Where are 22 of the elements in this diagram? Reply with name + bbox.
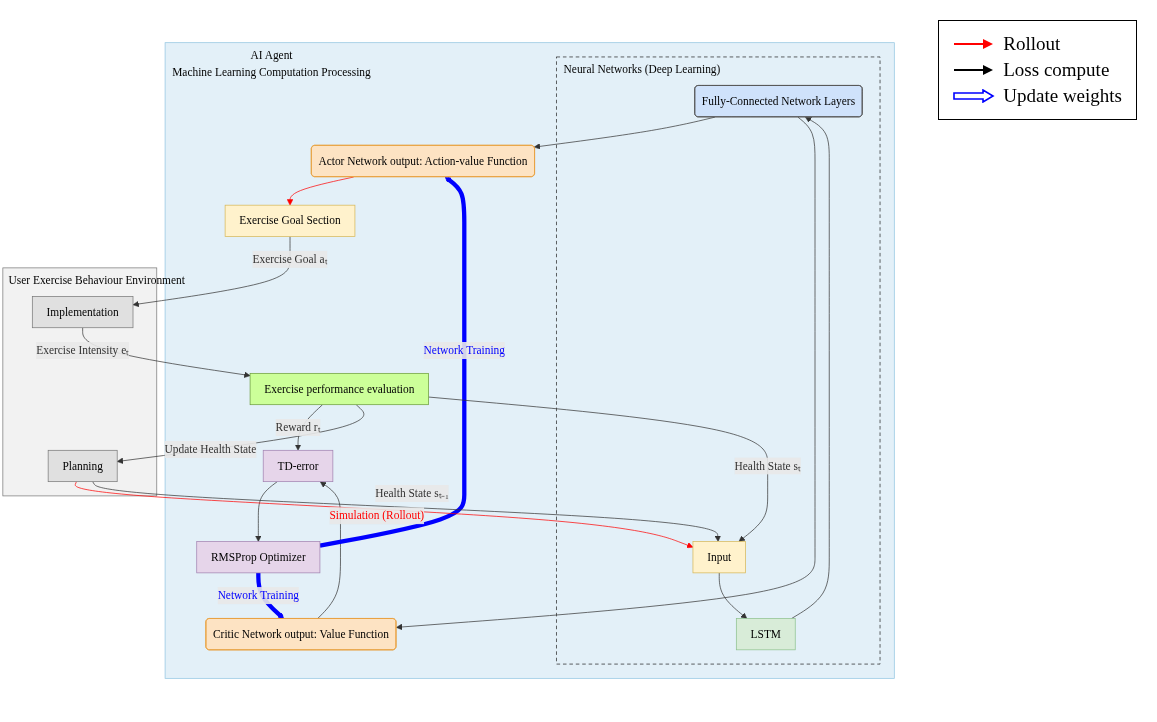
node-box: Input: [692, 541, 746, 574]
node-box: Exercise performance evaluation: [249, 373, 429, 406]
legend-label: Update weights: [1003, 85, 1122, 107]
legend-label: Rollout: [1003, 33, 1061, 55]
arrow: [319, 177, 467, 549]
edge-label: Health State sₜ₋₁: [375, 487, 449, 500]
edge-label: Update Health State: [164, 443, 257, 456]
edge-label: Exercise Goal aₜ: [252, 253, 328, 266]
node-box: RMSProp Optimizer: [196, 541, 321, 574]
edge-label: Exercise Intensity eₜ: [36, 344, 130, 357]
edge-label: Health State sₜ: [734, 460, 801, 473]
node-box: Implementation: [31, 296, 134, 329]
node-box: LSTM: [735, 618, 796, 651]
node-label: User Exercise Behaviour Environment: [8, 274, 185, 287]
edge-label: Network Training: [217, 589, 300, 602]
edge-label: Reward rₜ: [275, 421, 321, 434]
legend-label: Loss compute: [1003, 59, 1110, 81]
node-box: TD-error: [262, 450, 334, 483]
node-box: Planning: [47, 450, 118, 483]
edge-label: Network Training: [423, 344, 505, 357]
edge-label: Simulation (Rollout): [329, 509, 425, 522]
node-box: Exercise Goal Section: [224, 205, 356, 238]
